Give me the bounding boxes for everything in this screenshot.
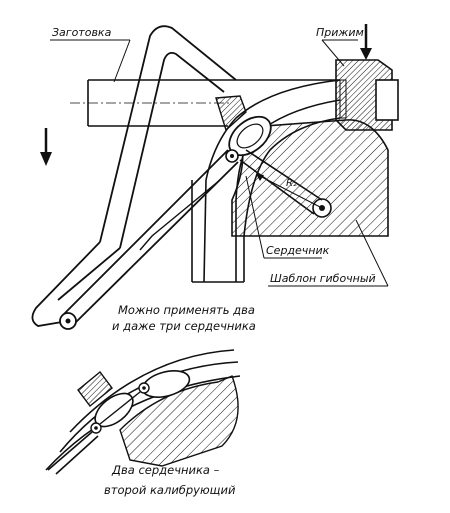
lever-arrow <box>40 128 52 166</box>
label-workpiece: Заготовка <box>50 26 131 83</box>
note-line-2: и даже три сердечника <box>112 319 256 333</box>
two-mandrels-figure <box>45 349 241 475</box>
mandrel <box>225 115 272 163</box>
note-line-1: Можно применять два <box>118 303 255 317</box>
label-clamp: Прижим <box>316 26 364 67</box>
workpiece-label: Заготовка <box>52 26 112 39</box>
bending-template-label: Шаблон гибочный <box>270 272 376 285</box>
clamp-arrow <box>360 24 372 60</box>
clamp-label: Прижим <box>316 26 364 39</box>
mandrel-label: Сердечник <box>266 244 330 257</box>
clamp-block <box>335 59 399 131</box>
entry-wedge <box>215 95 247 132</box>
bending-lever <box>31 25 323 330</box>
label-bending-template: Шаблон гибочный <box>268 219 389 287</box>
radius-label: R₂ <box>286 178 297 189</box>
bottom-caption-line-2: второй калибрующий <box>104 483 236 497</box>
label-mandrel: Сердечник <box>245 175 330 259</box>
bottom-caption-line-1: Два сердечника – <box>111 463 220 477</box>
